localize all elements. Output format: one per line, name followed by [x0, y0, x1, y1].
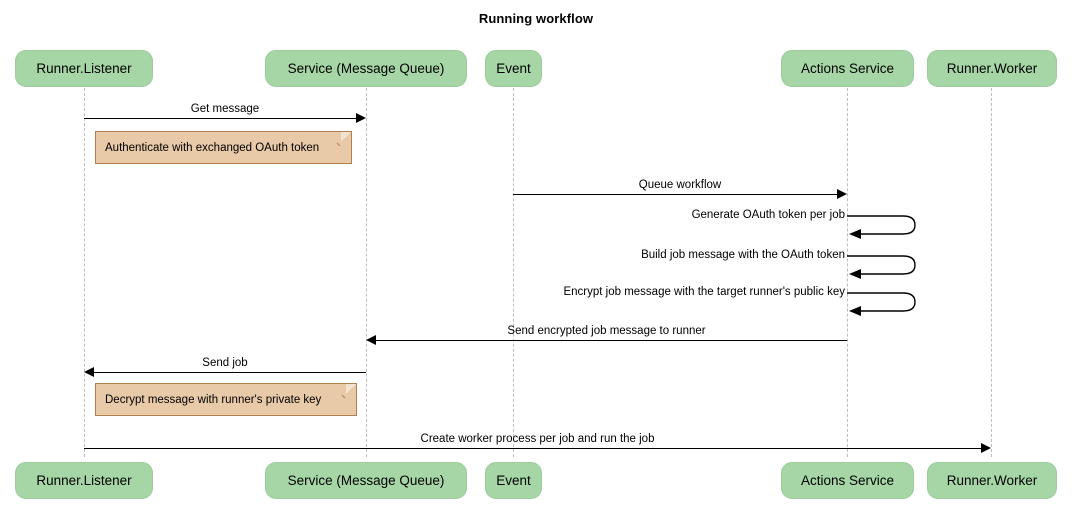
message-line-send-job — [94, 372, 366, 373]
self-loop-encrypt-job-message-with-the-target-runners-public-key — [847, 289, 927, 317]
message-label-create-worker-process-per-job-and-run-the-job: Create worker process per job and run th… — [420, 433, 655, 445]
arrowhead-left-icon — [366, 335, 376, 345]
note-decrypt-message-with-runners-private-key: Decrypt message with runner's private ke… — [95, 383, 357, 416]
self-loop-build-job-message-with-the-oauth-token — [847, 252, 927, 280]
message-label-generate-oauth-token-per-job: Generate OAuth token per job — [691, 209, 845, 221]
message-label-get-message: Get message — [190, 103, 260, 115]
participant-label: Runner.Worker — [946, 473, 1038, 488]
arrowhead-right-icon — [356, 113, 366, 123]
page-title: Running workflow — [478, 11, 594, 26]
message-label-send-encrypted-job-message-to-runner: Send encrypted job message to runner — [507, 325, 706, 337]
note-fold-edge-icon — [342, 384, 356, 398]
participant-runner-listener-bottom[interactable]: Runner.Listener — [15, 462, 153, 499]
participant-actions-service-bottom[interactable]: Actions Service — [781, 462, 914, 499]
participant-label: Runner.Listener — [36, 61, 132, 76]
participant-label: Service (Message Queue) — [287, 61, 445, 76]
message-label-send-job: Send job — [202, 357, 248, 369]
note-text: Authenticate with exchanged OAuth token — [105, 141, 320, 154]
participant-label: Event — [496, 473, 531, 488]
message-line-create-worker-process-per-job-and-run-the-job — [84, 448, 981, 449]
participant-label: Runner.Listener — [36, 473, 132, 488]
participant-label: Service (Message Queue) — [287, 473, 445, 488]
participant-label: Event — [496, 61, 531, 76]
arrowhead-right-icon — [981, 443, 991, 453]
arrowhead-left-icon — [84, 367, 94, 377]
participant-runner-worker-top[interactable]: Runner.Worker — [927, 50, 1057, 87]
lifeline-event — [513, 88, 514, 457]
note-text: Decrypt message with runner's private ke… — [105, 393, 322, 406]
message-label-encrypt-job-message-with-the-target-runners-public-key: Encrypt job message with the target runn… — [563, 286, 845, 298]
participant-event-top[interactable]: Event — [485, 50, 542, 87]
participant-actions-service-top[interactable]: Actions Service — [781, 50, 914, 87]
lifeline-actions-service — [847, 88, 848, 457]
participant-service-message-queue-top[interactable]: Service (Message Queue) — [265, 50, 467, 87]
note-authenticate-with-exchanged-oauth-token: Authenticate with exchanged OAuth token — [95, 131, 352, 164]
self-loop-generate-oauth-token-per-job — [847, 212, 927, 240]
arrowhead-right-icon — [837, 189, 847, 199]
participant-label: Actions Service — [800, 473, 895, 488]
participant-label: Actions Service — [800, 61, 895, 76]
message-label-build-job-message-with-the-oauth-token: Build job message with the OAuth token — [641, 249, 845, 261]
message-line-send-encrypted-job-message-to-runner — [376, 340, 847, 341]
lifeline-runner-listener — [84, 88, 85, 457]
participant-runner-worker-bottom[interactable]: Runner.Worker — [927, 462, 1057, 499]
lifeline-runner-worker — [991, 88, 992, 457]
note-fold-edge-icon — [337, 132, 351, 146]
message-line-get-message — [84, 118, 356, 119]
message-label-queue-workflow: Queue workflow — [638, 179, 722, 191]
participant-event-bottom[interactable]: Event — [485, 462, 542, 499]
lifeline-service-message-queue — [366, 88, 367, 457]
participant-label: Runner.Worker — [946, 61, 1038, 76]
message-line-queue-workflow — [513, 194, 837, 195]
participant-service-message-queue-bottom[interactable]: Service (Message Queue) — [265, 462, 467, 499]
participant-runner-listener-top[interactable]: Runner.Listener — [15, 50, 153, 87]
